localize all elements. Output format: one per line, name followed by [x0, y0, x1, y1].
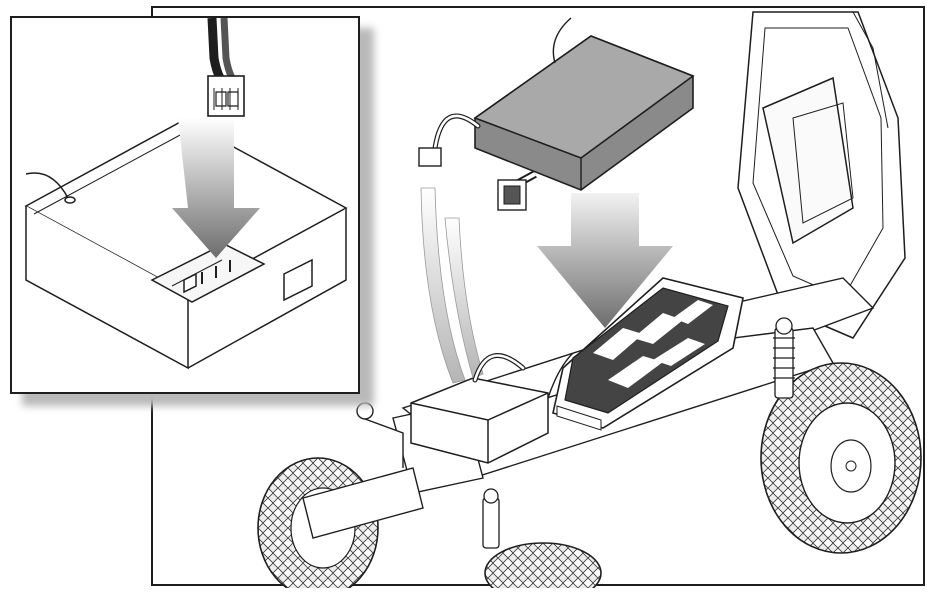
rear-shock: [773, 317, 795, 399]
insert-arrow-icon: [537, 193, 673, 328]
rear-right-tire: [760, 362, 922, 554]
insert-arrow-icon: [172, 118, 260, 258]
battery-lead-wire-inner: [473, 354, 525, 382]
wire-path-guides: [420, 187, 484, 384]
front-shock: [482, 488, 500, 549]
connector-plug-icon: [207, 18, 245, 117]
battery-tray: [552, 277, 744, 431]
antenna-tube: [547, 17, 574, 399]
inset-detail-frame: [10, 16, 360, 394]
receiver-closeup: [24, 18, 348, 370]
receiver-box-icon: [24, 119, 348, 370]
main-scene-frame: [151, 6, 925, 588]
crawler-scene: [257, 11, 922, 588]
body-shell: [737, 11, 906, 339]
front-bumper: [302, 402, 424, 539]
battery-pack-icon: [418, 35, 695, 211]
front-right-tire: [484, 542, 602, 588]
